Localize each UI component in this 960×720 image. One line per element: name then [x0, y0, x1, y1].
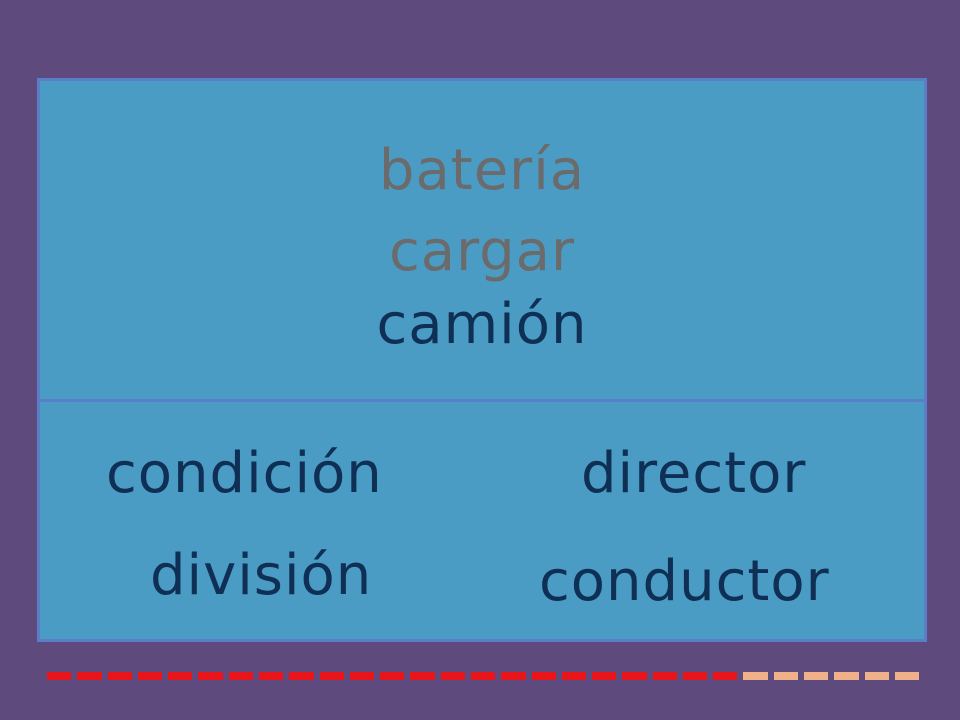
progress-segment-complete	[77, 672, 102, 680]
progress-segment-complete	[622, 672, 647, 680]
progress-segment-complete	[440, 672, 465, 680]
progress-segment-remaining	[743, 672, 768, 680]
progress-segment-remaining	[864, 672, 889, 680]
progress-segment-complete	[228, 672, 253, 680]
progress-segment-complete	[380, 672, 405, 680]
progress-segment-complete	[47, 672, 72, 680]
clue-word-3: camión	[376, 292, 588, 357]
progress-segment-remaining	[773, 672, 799, 680]
progress-segment-complete	[289, 672, 314, 680]
clue-word-1: batería	[378, 138, 586, 203]
progress-segment-remaining	[834, 672, 859, 680]
progress-segment-complete	[319, 672, 344, 680]
progress-segment-complete	[561, 672, 587, 680]
progress-segment-complete	[713, 672, 738, 680]
progress-segment-remaining	[804, 672, 829, 680]
progress-segment-remaining	[894, 672, 920, 680]
progress-segment-complete	[470, 672, 496, 680]
progress-segment-complete	[682, 672, 708, 680]
answer-option-2[interactable]: director	[581, 441, 807, 506]
answer-panel: condición director división conductor	[37, 399, 927, 642]
answer-option-4[interactable]: conductor	[539, 549, 830, 614]
progress-segment-complete	[501, 672, 526, 680]
progress-segment-complete	[349, 672, 375, 680]
progress-segment-complete	[592, 672, 617, 680]
answer-option-3[interactable]: división	[150, 543, 373, 608]
answer-option-1[interactable]: condición	[106, 441, 383, 506]
progress-segment-complete	[137, 672, 163, 680]
progress-segment-complete	[107, 672, 132, 680]
progress-segment-complete	[652, 672, 677, 680]
clue-word-2: cargar	[388, 219, 576, 284]
progress-segment-complete	[258, 672, 284, 680]
progress-segment-complete	[410, 672, 435, 680]
progress-segment-complete	[198, 672, 223, 680]
progress-segment-complete	[168, 672, 193, 680]
progress-bar	[47, 672, 920, 682]
clue-panel: batería cargar camión	[37, 78, 927, 402]
progress-segment-complete	[531, 672, 556, 680]
